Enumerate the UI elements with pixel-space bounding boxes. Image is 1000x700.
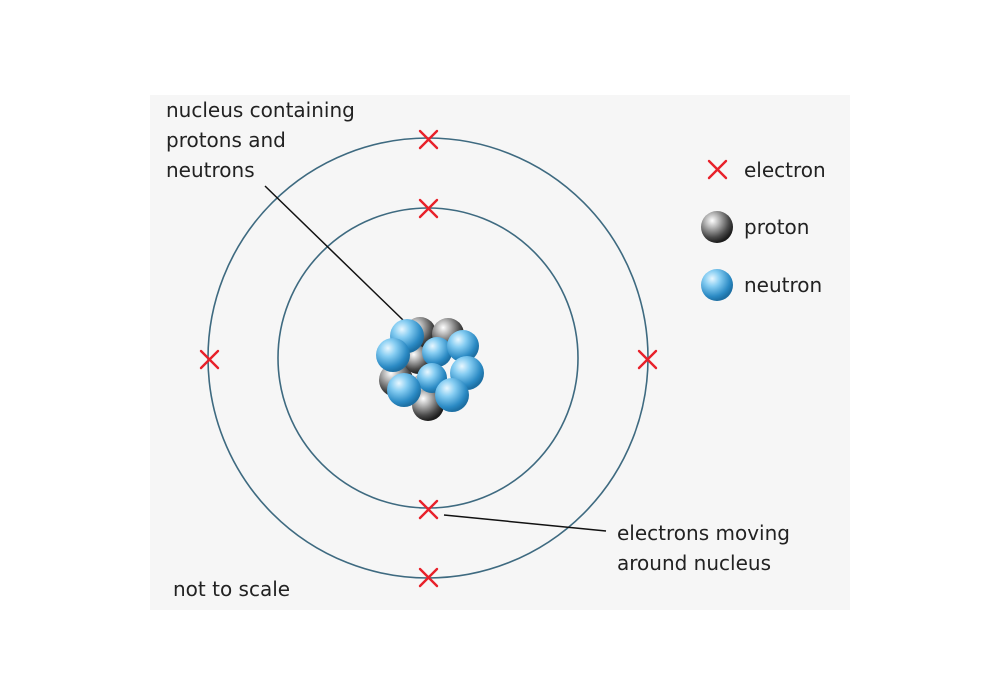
electron-x-icon [418, 129, 439, 150]
electron-leader-line [443, 514, 607, 532]
legend-neutron-icon [701, 269, 733, 301]
legend-electron-label: electron [744, 158, 826, 182]
neutron [422, 337, 452, 367]
legend-neutron-label: neutron [744, 273, 823, 297]
electron-x-icon [418, 499, 439, 520]
electrons-label-line2: around nucleus [617, 551, 771, 575]
electron-x-icon [199, 349, 220, 370]
nucleus-leader-line [264, 185, 404, 321]
nucleus-label-line2: protons and [166, 128, 286, 152]
legend-proton-icon [701, 211, 733, 243]
not-to-scale-note: not to scale [173, 577, 291, 601]
electron-x-icon [637, 349, 658, 370]
electron-x-icon [418, 567, 439, 588]
diagram-background [150, 95, 850, 610]
nucleus-label-line3: neutrons [166, 158, 255, 182]
neutron [387, 373, 421, 407]
electron-x-icon [418, 198, 439, 219]
neutron [435, 378, 469, 412]
legend-electron-icon [707, 159, 728, 180]
nucleus [376, 317, 484, 421]
legend-proton-label: proton [744, 215, 810, 239]
neutron [447, 330, 479, 362]
electrons-label-line1: electrons moving [617, 521, 790, 545]
neutron [376, 338, 410, 372]
nucleus-label-line1: nucleus containing [166, 98, 355, 122]
